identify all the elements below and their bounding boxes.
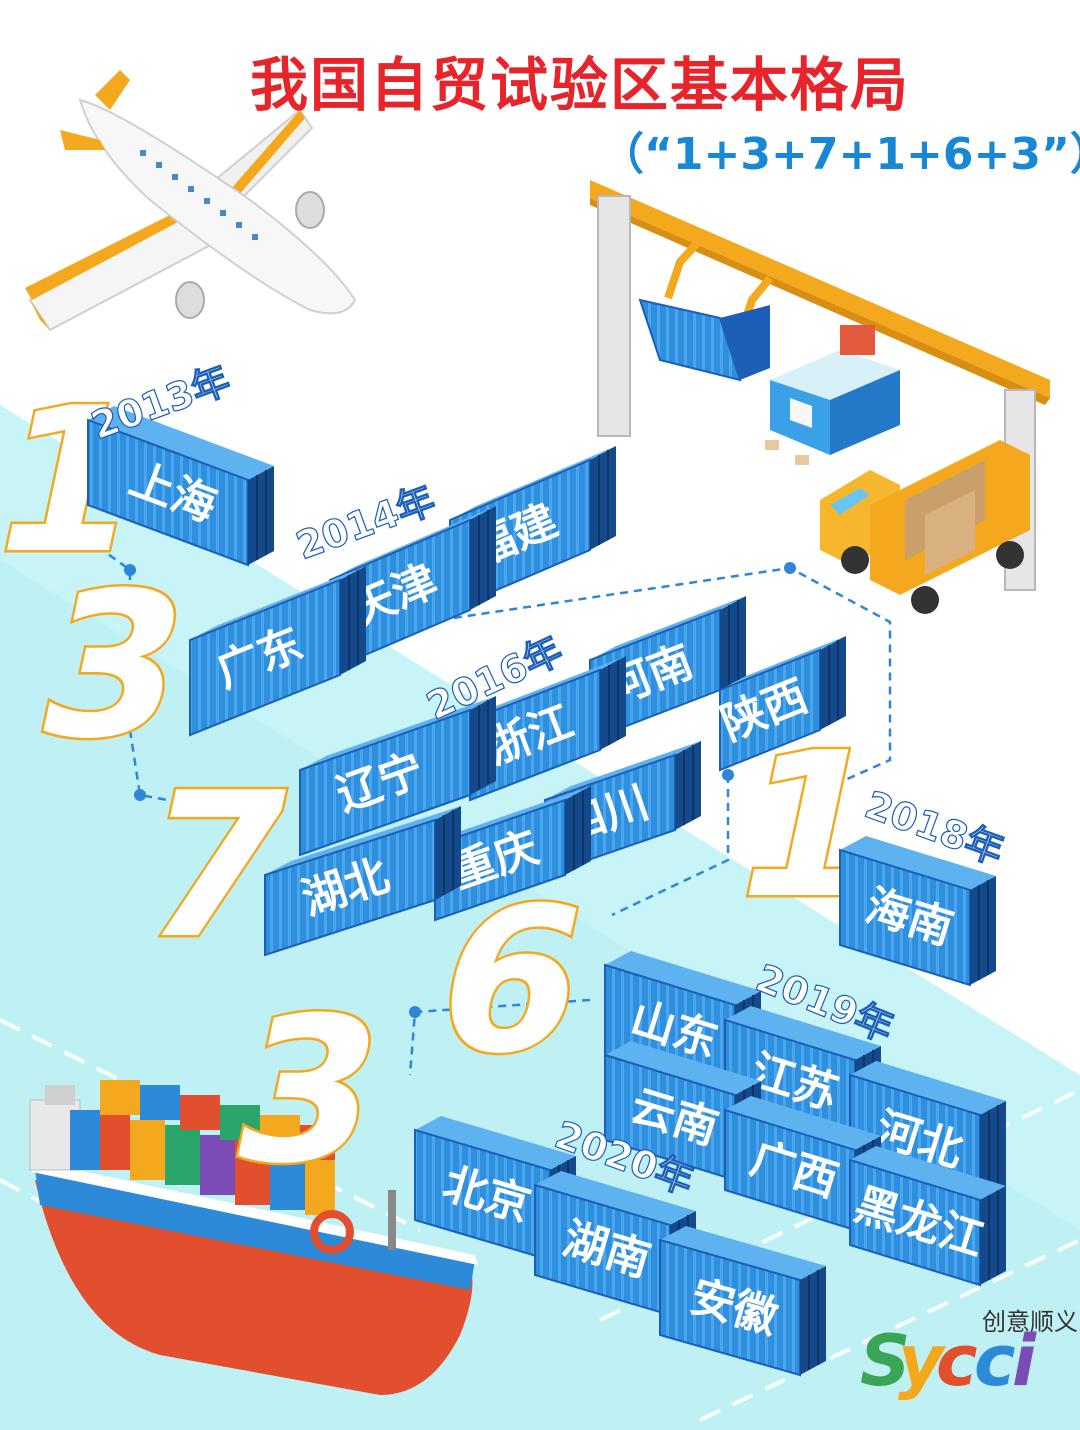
container-zhejiang: 浙江 [469, 656, 626, 802]
container-liaoning: 辽宁 [299, 696, 496, 857]
logo-letter: c [974, 1320, 1016, 1402]
airplane-icon [25, 70, 357, 332]
container-yunnan: 云南 [604, 1041, 761, 1182]
gantry-crane-icon [590, 180, 1050, 591]
container-shanghai: 上海 [87, 406, 274, 567]
page-title: 我国自贸试验区基本格局 [249, 51, 910, 119]
cargo-ship-icon [29, 1080, 478, 1395]
container-guangdong: 广东 [189, 566, 366, 737]
container-anhui: 安徽 [659, 1226, 826, 1377]
connector-dots [124, 562, 796, 1018]
timeline-connector [74, 528, 892, 1076]
ship-containers [70, 1080, 335, 1215]
page-subtitle: （“1+3+7+1+6+3”） [600, 129, 1080, 180]
container-hubei: 湖北 [264, 806, 461, 957]
logo-letter: S [860, 1320, 910, 1402]
container-shaanxi: 陕西 [714, 636, 846, 772]
logo-letter: i [1012, 1320, 1037, 1402]
container-hainan: 海南 [839, 836, 996, 987]
container-hunan: 湖南 [534, 1171, 696, 1317]
container-chongqing: 重庆 [434, 786, 591, 922]
delivery-truck-icon [820, 440, 1030, 614]
logo-letter: c [936, 1320, 978, 1402]
logo-letter: y [898, 1320, 947, 1402]
warehouse-icon [765, 325, 900, 465]
container-heilongjiang: 黑龙江 [849, 1146, 1006, 1287]
logo-tagline: 创意顺义 [982, 1308, 1078, 1336]
